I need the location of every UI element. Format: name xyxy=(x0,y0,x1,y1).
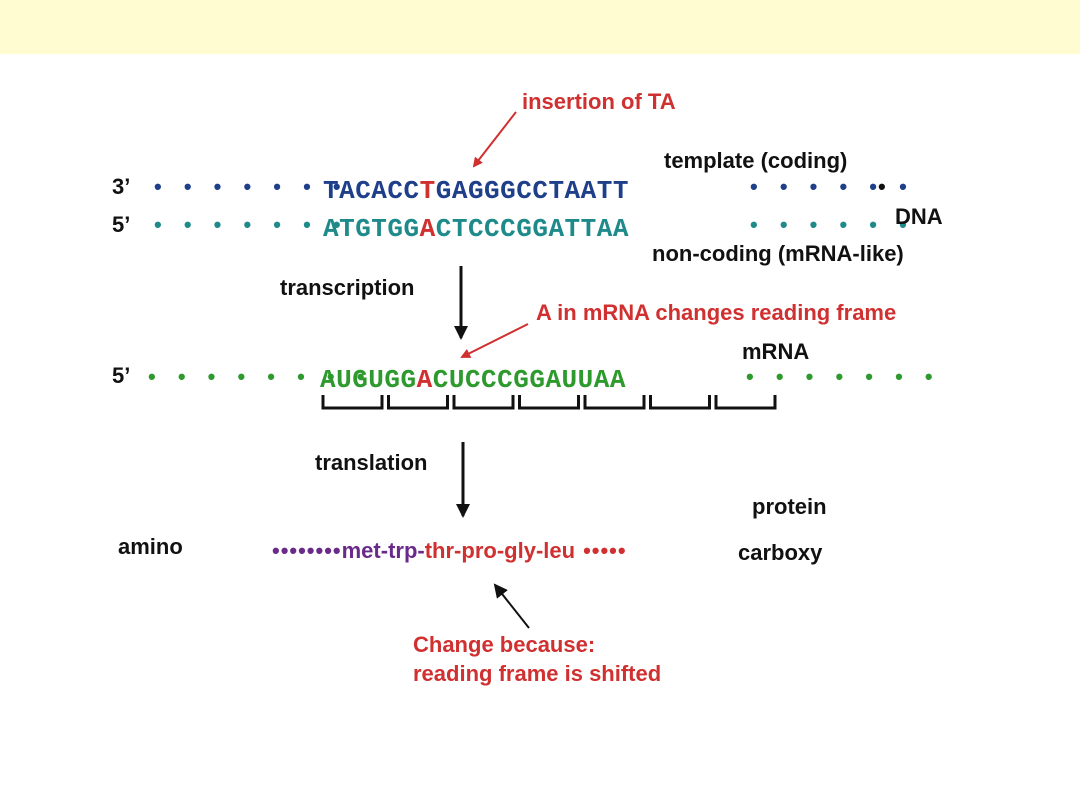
protein-chain: ••••••••met-trp-thr-pro-gly-leu ••••• xyxy=(272,540,627,562)
codon-bracket xyxy=(583,395,646,410)
template-strand-dots-right: • • • • • • xyxy=(750,174,915,199)
translation-label: translation xyxy=(315,450,428,475)
mrna-seq-insertion: A xyxy=(416,365,433,395)
codon-bracket xyxy=(387,395,449,410)
coding-seq-right: CTCCCGGATTAA xyxy=(435,214,629,244)
dna-label: DNA xyxy=(895,204,943,229)
mrna-label: mRNA xyxy=(742,339,810,364)
mrna-seq-right: CUCCCGGAUUAA xyxy=(432,365,626,395)
coding-seq-left: ATGTGG xyxy=(323,214,420,244)
codon-brackets xyxy=(321,395,777,410)
codon-bracket xyxy=(714,395,777,410)
coding-seq-insertion: A xyxy=(419,214,436,244)
coding-strand-dots-left: • • • • • • • xyxy=(154,212,349,237)
transcription-label: transcription xyxy=(280,275,415,300)
protein-label: protein xyxy=(752,494,827,519)
non-coding-label: non-coding (mRNA-like) xyxy=(652,241,904,266)
protein-dots-left: •••••••• xyxy=(272,538,342,563)
template-strand-sequence: TACACCTGAGGGCCTAATT xyxy=(323,178,629,204)
codon-bracket xyxy=(452,395,515,410)
template-seq-insertion: T xyxy=(419,176,436,206)
coding-strand-dots-right: • • • • • • xyxy=(750,212,915,237)
mrna-strand-dots-left: • • • • • • • • xyxy=(148,364,373,389)
template-seq-left: TACACC xyxy=(323,176,420,206)
amino-label: amino xyxy=(118,534,183,559)
title-band xyxy=(0,0,1080,54)
change-explanation-line1: Change because: xyxy=(413,632,596,657)
template-seq-right: GAGGGCCTAATT xyxy=(435,176,629,206)
carboxy-label: carboxy xyxy=(738,540,823,565)
protein-changed-residues: thr-pro-gly-leu xyxy=(424,538,576,563)
reading-frame-arrow xyxy=(460,323,529,358)
change-explanation-line2: reading frame is shifted xyxy=(413,661,662,686)
template-strand-end: 3’ xyxy=(112,174,131,199)
mrna-seq-left: AUGUGG xyxy=(320,365,417,395)
insertion-arrow xyxy=(472,111,517,168)
change-arrow xyxy=(493,583,530,629)
coding-strand-end: 5’ xyxy=(112,212,131,237)
protein-unchanged-residues: met-trp- xyxy=(341,538,425,563)
insertion-label: insertion of TA xyxy=(522,89,676,114)
template-label: template (coding) xyxy=(664,148,848,173)
codon-bracket xyxy=(518,395,580,410)
codon-bracket xyxy=(649,395,711,410)
codon-bracket xyxy=(321,395,384,410)
template-strand-dots-left: • • • • • • • xyxy=(154,174,349,199)
reading-frame-label: A in mRNA changes reading frame xyxy=(536,300,897,325)
mrna-strand-dots-right: • • • • • • • xyxy=(746,364,941,389)
mrna-strand-sequence: AUGUGGACUCCCGGAUUAA xyxy=(320,367,626,393)
template-strand-end-dot: • xyxy=(878,174,894,199)
protein-dots-right: ••••• xyxy=(583,538,627,563)
coding-strand-sequence: ATGTGGACTCCCGGATTAA xyxy=(323,216,629,242)
mrna-strand-end: 5’ xyxy=(112,363,131,388)
